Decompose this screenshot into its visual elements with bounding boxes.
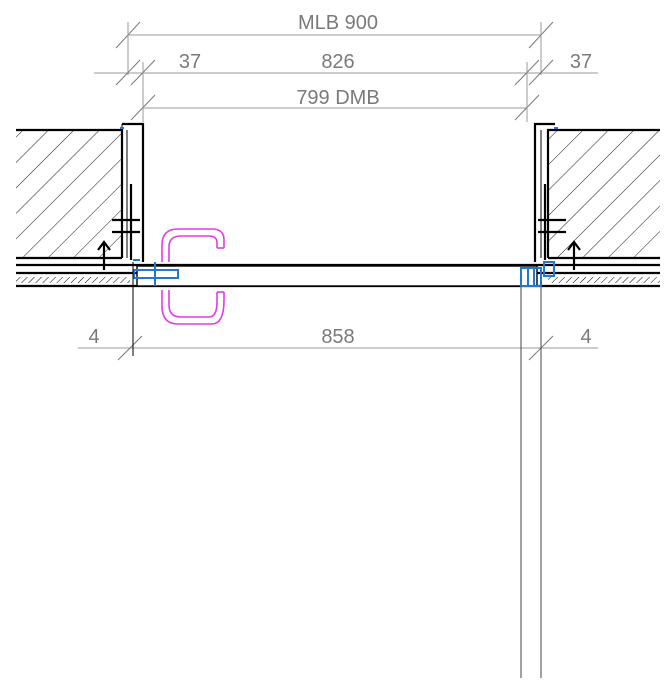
handle-lower-outer [161,290,225,325]
door-handle-icon [161,228,225,325]
right-wall-outline [546,128,660,258]
right-frame-profile [533,122,555,262]
right-wall [546,128,660,260]
handle-lower-inner [168,290,218,318]
right-frame [533,122,581,270]
left-frame-profile [122,122,145,262]
right-lock-box [520,267,542,287]
left-floor-hatch [16,277,130,283]
right-floor-hatch [548,277,660,283]
right-keeper [543,261,555,277]
left-screw-head [97,240,111,251]
leaf-width-label: 858 [321,326,354,348]
dimension-row-dmb: 799 DMB [130,62,540,122]
left-gap-label: 4 [88,326,99,348]
clear-width-label: 826 [321,51,354,73]
dimension-row-826: 37 826 37 [94,51,598,86]
door-leaf [136,265,538,287]
tick-826-d [528,59,554,86]
handle-upper-inner [168,235,218,262]
swing-lines [132,262,542,678]
tick-858-a [117,335,143,361]
right-gap-label: 4 [580,326,591,348]
mlb-label: MLB 900 [298,12,378,34]
hinge-icon [133,259,179,286]
left-wall [16,128,124,260]
right-wall-hatch [548,130,660,258]
lock-keeper-icon [520,261,555,287]
right-screw-head [567,240,581,251]
door-leaf-body [136,265,538,287]
dimension-row-858: 4 858 4 [78,326,598,361]
dimension-row-mlb: MLB 900 [115,12,554,75]
handle-upper-outer [161,228,225,262]
right-jamb-label: 37 [570,51,592,73]
left-jamb-label: 37 [179,51,201,73]
left-frame [97,122,145,270]
left-wall-hatch [16,130,122,258]
tick-826-a [115,59,141,86]
dmb-label: 799 DMB [296,87,379,109]
